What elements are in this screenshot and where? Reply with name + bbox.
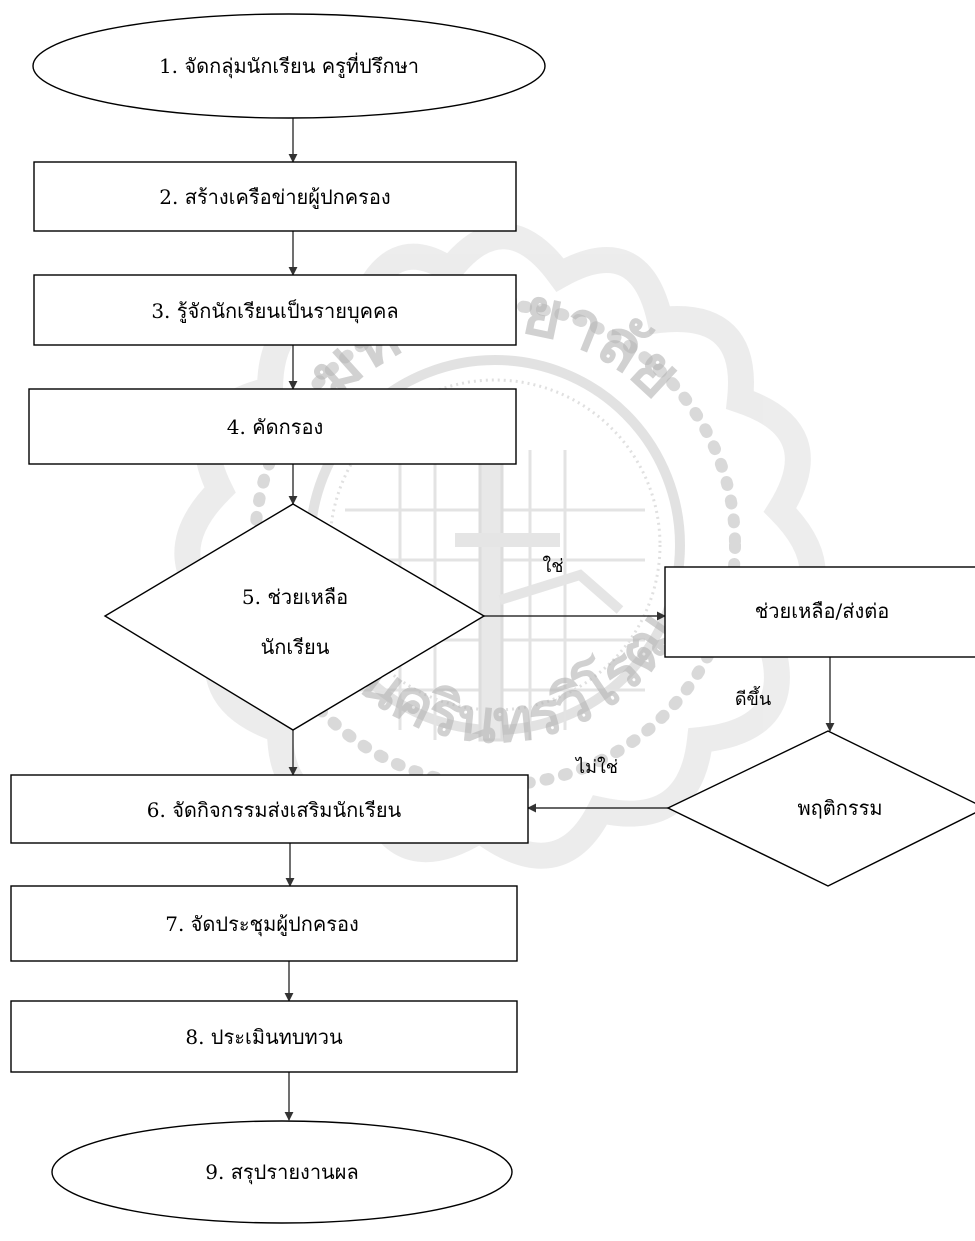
decision-diamond — [666, 730, 975, 887]
node-5-label-line1: 5. ช่วยเหลือ — [242, 585, 348, 609]
node-behavior: พฤติกรรม — [666, 730, 975, 887]
decision-diamond — [103, 503, 486, 731]
node-6: 6. จัดกิจกรรมส่งเสริมนักเรียน — [10, 774, 529, 844]
node-8: 8. ประเมินทบทวน — [10, 1000, 518, 1073]
process-box — [10, 774, 529, 844]
end-terminator — [51, 1120, 513, 1224]
node-9-label: 9. สรุปรายงานผล — [205, 1160, 358, 1185]
process-box — [33, 274, 517, 346]
node-help-label: ช่วยเหลือ/ส่งต่อ — [755, 599, 890, 623]
edge-label-yes: ใช่ — [542, 555, 563, 577]
node-8-label: 8. ประเมินทบทวน — [185, 1025, 343, 1049]
node-2: 2. สร้างเครือข่ายผู้ปกครอง — [33, 161, 517, 232]
edge-label-no: ไม่ใช่ — [574, 756, 618, 778]
process-box — [10, 1000, 518, 1073]
node-7-label: 7. จัดประชุมผู้ปกครอง — [165, 912, 359, 937]
node-9: 9. สรุปรายงานผล — [51, 1120, 513, 1224]
process-box — [33, 161, 517, 232]
edge-label-improved: ดีขึ้น — [735, 686, 771, 710]
node-3: 3. รู้จักนักเรียนเป็นรายบุคคล — [33, 274, 517, 346]
node-3-label: 3. รู้จักนักเรียนเป็นรายบุคคล — [151, 298, 398, 324]
node-6-label: 6. จัดกิจกรรมส่งเสริมนักเรียน — [147, 798, 402, 822]
node-behavior-label: พฤติกรรม — [797, 796, 882, 820]
node-2-label: 2. สร้างเครือข่ายผู้ปกครอง — [159, 185, 390, 210]
node-4: 4. คัดกรอง — [28, 388, 517, 465]
node-5: 5. ช่วยเหลือ นักเรียน — [103, 503, 486, 731]
node-4-label: 4. คัดกรอง — [227, 415, 323, 439]
process-box — [28, 388, 517, 465]
process-box — [664, 566, 975, 658]
start-terminator — [32, 13, 546, 119]
node-1-label: 1. จัดกลุ่มนักเรียน ครูที่ปรึกษา — [159, 52, 419, 79]
node-5-label-line2: นักเรียน — [261, 635, 330, 659]
node-1: 1. จัดกลุ่มนักเรียน ครูที่ปรึกษา — [32, 13, 546, 119]
node-help: ช่วยเหลือ/ส่งต่อ — [664, 566, 975, 658]
node-7: 7. จัดประชุมผู้ปกครอง — [10, 885, 518, 962]
flow-edges — [284, 118, 835, 1121]
process-box — [10, 885, 518, 962]
